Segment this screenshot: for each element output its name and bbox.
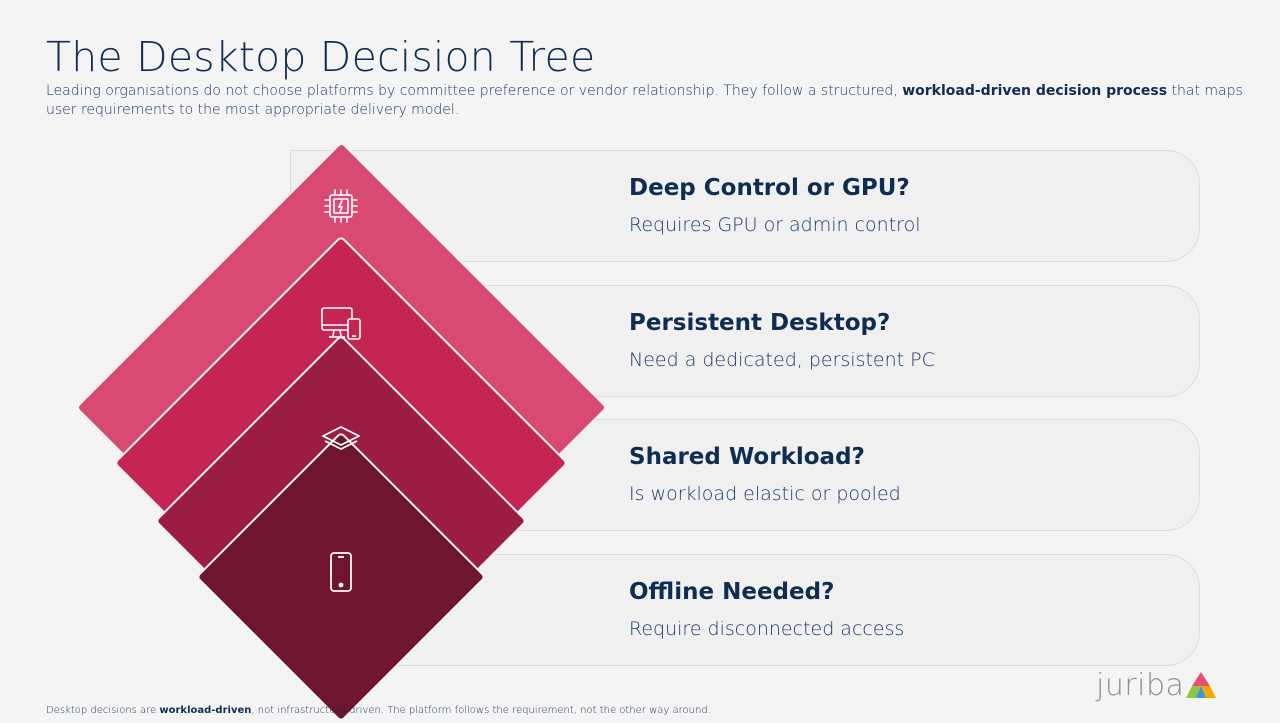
page-subtitle: Leading organisations do not choose plat… — [46, 82, 1246, 120]
brand-logo: juriba — [1096, 668, 1216, 703]
layers-icon — [322, 426, 360, 450]
page-title: The Desktop Decision Tree — [46, 33, 596, 81]
footer-text: Desktop decisions are — [46, 705, 160, 716]
decision-description: Is workload elastic or pooled — [629, 483, 901, 505]
decision-description: Require disconnected access — [629, 618, 905, 640]
cpu-chip-icon — [324, 189, 358, 223]
subtitle-emphasis: workload-driven decision process — [902, 83, 1168, 99]
footer-text-end: , not infrastructure-driven. The platfor… — [251, 705, 711, 716]
brand-name: juriba — [1096, 668, 1185, 703]
mobile-phone-icon — [330, 552, 352, 592]
desktop-devices-icon — [321, 307, 361, 340]
subtitle-text-end: that maps user requirements to the most … — [46, 83, 1243, 118]
footer-emphasis: workload-driven — [159, 705, 252, 716]
decision-question: Deep Control or GPU? — [629, 175, 910, 201]
footer-note: Desktop decisions are workload-driven, n… — [46, 705, 711, 716]
decision-question: Shared Workload? — [629, 444, 865, 470]
decision-description: Need a dedicated, persistent PC — [629, 349, 935, 371]
brand-mark-icon — [1186, 672, 1216, 698]
decision-description: Requires GPU or admin control — [629, 214, 921, 236]
subtitle-text: Leading organisations do not choose plat… — [46, 83, 903, 99]
decision-question: Persistent Desktop? — [629, 310, 891, 336]
decision-question: Offline Needed? — [629, 579, 835, 605]
